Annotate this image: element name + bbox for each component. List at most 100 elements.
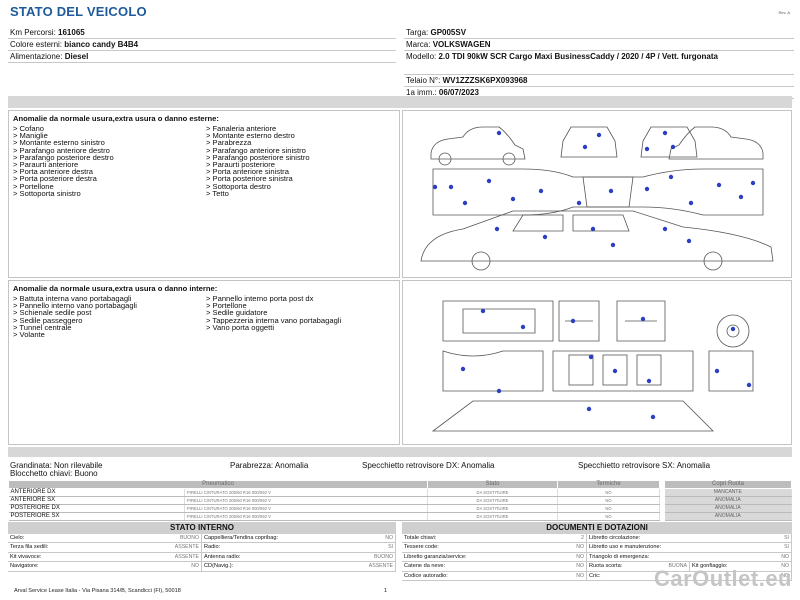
seat-icon	[568, 354, 594, 386]
model-row: Modello: 2.0 TDI 90kW SCR Cargo Maxi Bus…	[404, 51, 794, 75]
documents-heading: DOCUMENTI E DOTAZIONI	[402, 522, 792, 534]
tyre-header: Pneumatico	[8, 480, 428, 489]
list-item: > Pannello interno vano portabagagli	[13, 301, 137, 311]
color-row: Colore esterni: bianco candy B4B4	[8, 39, 396, 51]
list-item: > Sottoporta sinistro	[13, 188, 81, 198]
table-row: POSTERIORE SX PIRELLI CINTURATO 205/60 R…	[8, 512, 660, 521]
table-row: Catene da neve:NO Ruota scorta:BUONA Kit…	[402, 562, 792, 572]
wheel-icon	[438, 152, 452, 166]
table-row: MANCANTE	[664, 488, 792, 497]
table-row: POSTERIORE DX PIRELLI CINTURATO 205/60 R…	[8, 504, 660, 513]
list-item: > Tunnel centrale	[13, 322, 72, 332]
external-col-2: > Fanaleria anteriore > Montante esterno…	[206, 124, 399, 198]
list-item: > Parabrezza	[206, 138, 252, 148]
wheel-icon	[502, 152, 516, 166]
list-item: > Sottoporta destro	[206, 181, 271, 191]
list-item: > Vano porta oggetti	[206, 322, 275, 332]
car-top-outline	[432, 168, 764, 216]
watermark-logo: CarOutlet.eu	[653, 566, 792, 591]
chassis-value: WV1ZZZSK6PX093968	[442, 76, 528, 85]
external-col-1: > Cofano > Maniglie > Montante esterno s…	[13, 124, 206, 198]
list-item: > Portellone	[206, 301, 247, 311]
car-front-outline	[560, 126, 618, 158]
color-value: bianco candy B4B4	[64, 40, 139, 49]
list-item: > Montante esterno sinistro	[13, 138, 105, 148]
internal-col-1: > Battuta interna vano portabagagli > Pa…	[13, 294, 206, 339]
external-anomalies-heading: Anomalie da normale usura,extra usura o …	[13, 114, 219, 123]
list-item: > Parafango anteriore sinistro	[206, 145, 306, 155]
interior-cabin-outline	[558, 300, 666, 342]
vehicle-info-right: Targa: GP005SV Marca: VOLKSWAGEN Modello…	[404, 27, 794, 99]
wheel-cover-table: Copri Ruota MANCANTE ANOMALIA ANOMALIA A…	[664, 480, 792, 521]
door-panel-outline	[442, 300, 554, 342]
wheel-cover-header: Copri Ruota	[664, 480, 792, 489]
list-item: > Paraurti anteriore	[13, 160, 79, 170]
list-item: > Cofano	[13, 124, 45, 133]
tyres-table: Pneumatico Stato Termiche ANTERIORE DX P…	[8, 480, 660, 521]
fuel-row: Alimentazione: Diesel	[8, 51, 396, 63]
internal-col-2: > Pannello interno porta post dx > Porte…	[206, 295, 399, 338]
wheel-icon	[471, 251, 491, 271]
vehicle-info-left: Km Percorsi: 161065 Colore esterni: bian…	[8, 27, 396, 93]
dashboard-outline	[442, 350, 544, 392]
cargo-floor-outline	[431, 400, 714, 432]
table-row: Terza fila sedili:ASSENTE Radio:SI	[8, 543, 396, 553]
list-item: > Parafango posteriore sinistro	[206, 152, 310, 162]
plate-row: Targa: GP005SV	[404, 27, 794, 39]
exterior-car-svg	[420, 126, 774, 271]
car-rear-outline	[640, 126, 698, 158]
list-item: > Pannello interno porta post dx	[206, 294, 314, 303]
list-item: > Porta anteriore destra	[13, 167, 93, 177]
separator-band-bottom	[8, 447, 792, 457]
car-side-left-outline	[430, 126, 526, 160]
list-item: > Fanaleria anteriore	[206, 124, 277, 133]
thermal-header: Termiche	[557, 480, 660, 489]
list-item: > Tappezzeria interna vano portabagagli	[206, 315, 342, 325]
table-row: ANOMALIA	[664, 504, 792, 513]
list-item: > Maniglie	[13, 131, 48, 141]
list-item: > Battuta interna vano portabagagli	[13, 294, 132, 303]
seats-outline	[552, 350, 694, 392]
page-number: 1	[384, 588, 388, 594]
windshield-status: Parabrezza: Anomalia	[230, 461, 309, 470]
interior-state-heading: STATO INTERNO	[8, 522, 396, 534]
wheel-icon	[703, 251, 723, 271]
list-item: > Portellone	[13, 181, 54, 191]
state-header: Stato	[427, 480, 558, 489]
table-row: ANOMALIA	[664, 512, 792, 521]
key-block-status: Blocchetto chiavi: Buono	[10, 469, 98, 478]
interior-damage-markers	[460, 308, 752, 420]
steering-wheel-icon	[716, 314, 750, 348]
table-row: Tessere code:NO Libretto uso e manutenzi…	[402, 543, 792, 553]
table-row: ANTERIORE DX PIRELLI CINTURATO 205/60 R1…	[8, 488, 660, 497]
list-item: > Schienale sedile post	[13, 308, 92, 318]
table-row: Navigatore:NO CD(Navig.):ASSENTE	[8, 562, 396, 572]
table-row: Totale chiavi:2 Libretto circolazione:SI	[402, 534, 792, 544]
brand-row: Marca: VOLKSWAGEN	[404, 39, 794, 51]
brand-value: VOLKSWAGEN	[432, 40, 491, 49]
km-row: Km Percorsi: 161065	[8, 27, 396, 39]
internal-anomalies-panel: Anomalie da normale usura,extra usura o …	[8, 280, 400, 445]
list-item: > Porta posteriore destra	[13, 174, 97, 184]
fuel-value: Diesel	[64, 52, 89, 61]
window-outline	[462, 308, 536, 334]
list-item: > Paraurti posteriore	[206, 160, 276, 170]
mirror-sx-status: Specchietto retrovisore SX: Anomalia	[578, 461, 711, 470]
list-item: > Sedile guidatore	[206, 308, 268, 318]
pedals-outline	[708, 350, 754, 392]
interior-car-svg	[431, 300, 754, 432]
km-value: 161065	[58, 28, 85, 37]
model-value: 2.0 TDI 90kW SCR Cargo Maxi BusinessCadd…	[438, 52, 718, 61]
internal-anomalies-heading: Anomalie da normale usura,extra usura o …	[13, 284, 218, 293]
damage-markers	[432, 130, 756, 248]
revision-label: Rev. A	[778, 10, 791, 15]
seat-icon	[636, 354, 662, 386]
list-item: > Montante esterno destro	[206, 131, 295, 141]
chassis-row: Telaio N°: WV1ZZZSK6PX093968	[404, 75, 794, 87]
car-side-right-outline	[668, 126, 764, 160]
list-item: > Tetto	[206, 188, 229, 198]
plate-value: GP005SV	[430, 28, 467, 37]
list-item: > Sedile passeggero	[13, 315, 83, 325]
car-profile-outline	[420, 210, 774, 262]
mirror-dx-status: Specchietto retrovisore DX: Anomalia	[362, 461, 495, 470]
